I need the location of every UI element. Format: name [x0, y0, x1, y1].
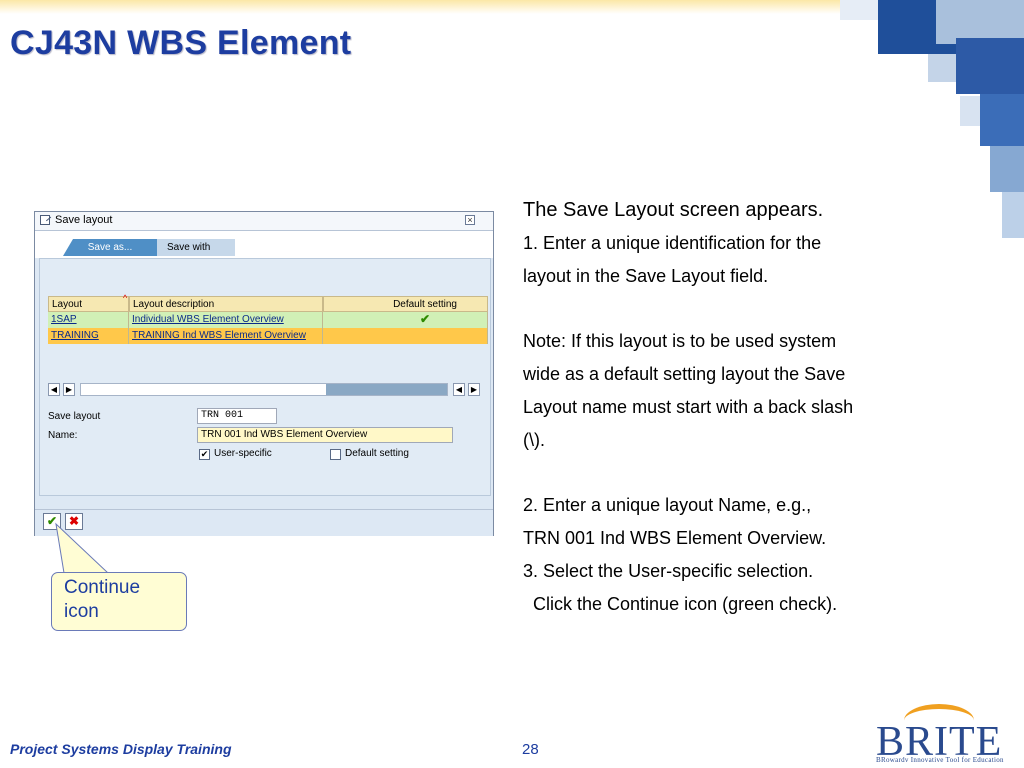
column-header-layout[interactable]: Layout	[48, 296, 129, 312]
scroll-thumb[interactable]	[326, 384, 447, 395]
dialog-title: Save layout	[55, 214, 113, 226]
dialog-button-bar: ✔ ✖	[35, 509, 493, 536]
deco-square	[840, 0, 878, 20]
tab-strip: Save with Save as...	[35, 231, 493, 258]
check-icon: ✔	[419, 312, 431, 326]
name-field[interactable]: TRN 001 Ind WBS Element Overview	[197, 427, 453, 443]
cell-default-setting	[323, 328, 488, 344]
brite-logo: BRITE	[876, 719, 1003, 765]
logo-arc	[904, 704, 974, 737]
scroll-right-icon[interactable]: ▶	[63, 383, 75, 396]
deco-square	[990, 146, 1024, 192]
cell-description[interactable]: TRAINING Ind WBS Element Overview	[129, 328, 323, 344]
save-layout-field[interactable]: TRN 001	[197, 408, 277, 424]
deco-square	[956, 38, 1024, 94]
default-setting-checkbox[interactable]	[330, 449, 341, 460]
instruction-line: Layout name must start with a back slash	[523, 397, 854, 417]
tab-save-with[interactable]: Save with	[131, 239, 235, 256]
instruction-line: 1. Enter a unique identification for the	[523, 233, 822, 253]
scroll-track[interactable]	[80, 383, 448, 396]
instruction-line: TRN 001 Ind WBS Element Overview.	[523, 528, 827, 548]
instruction-line: The Save Layout screen appears.	[523, 199, 824, 221]
instruction-line: layout in the Save Layout field.	[523, 266, 769, 286]
horizontal-scrollbar[interactable]: ◀ ▶ ◀ ▶	[48, 383, 488, 397]
tab-save-as[interactable]: Save as...	[63, 239, 157, 256]
instruction-line: Note: If this layout is to be used syste…	[523, 331, 837, 351]
cell-layout[interactable]: 1SAP	[48, 312, 129, 328]
scroll-left-icon[interactable]: ◀	[48, 383, 60, 396]
callout-line-2: icon	[64, 601, 99, 622]
brite-logo-tagline: BRowardv Innovative Tool for Education	[876, 756, 1004, 764]
table-row[interactable]: TRAINING TRAINING Ind WBS Element Overvi…	[48, 328, 488, 344]
edit-icon	[40, 215, 50, 225]
instruction-line: 2. Enter a unique layout Name, e.g.,	[523, 495, 812, 515]
instruction-line: Click the Continue icon (green check).	[523, 594, 838, 614]
top-gradient-band	[0, 0, 1024, 14]
slide-title: CJ43N WBS Element	[10, 24, 352, 62]
instruction-line: 3. Select the User-specific selection.	[523, 561, 814, 581]
required-marker: ^	[123, 293, 128, 303]
save-layout-label: Save layout	[48, 411, 101, 422]
user-specific-label: User-specific	[214, 448, 272, 459]
deco-square	[936, 0, 1024, 44]
footer-title: Project Systems Display Training	[10, 741, 232, 757]
cell-layout[interactable]: TRAINING	[48, 328, 129, 344]
close-icon[interactable]: ×	[465, 215, 475, 225]
cancel-button[interactable]: ✖	[65, 513, 83, 530]
corner-decoration	[840, 0, 1024, 238]
layout-panel: Layout ^ Layout description Default sett…	[39, 258, 491, 496]
deco-square	[960, 96, 980, 126]
page-number: 28	[522, 741, 539, 758]
cell-description[interactable]: Individual WBS Element Overview	[129, 312, 323, 328]
table-header: Layout ^ Layout description Default sett…	[48, 293, 488, 312]
dialog-titlebar: Save layout ×	[35, 212, 493, 231]
deco-square	[980, 94, 1024, 146]
instruction-line: (\).	[523, 430, 545, 450]
column-header-description[interactable]: Layout description	[129, 296, 323, 312]
green-check-icon: ✔	[46, 514, 58, 528]
deco-square	[928, 54, 956, 82]
deco-square	[1002, 192, 1024, 238]
save-layout-dialog: Save layout × Save with Save as... Layou…	[34, 211, 494, 536]
table-row[interactable]: 1SAP Individual WBS Element Overview ✔	[48, 312, 488, 328]
default-setting-label: Default setting	[345, 448, 409, 459]
cell-default-setting: ✔	[323, 312, 488, 328]
continue-icon-callout: Continue icon	[51, 572, 187, 631]
scroll-right-icon[interactable]: ▶	[468, 383, 480, 396]
column-header-default-setting[interactable]: Default setting	[323, 296, 488, 312]
callout-line-1: Continue	[64, 577, 141, 598]
continue-button[interactable]: ✔	[43, 513, 61, 530]
cancel-x-icon: ✖	[68, 514, 80, 528]
scroll-left-icon[interactable]: ◀	[453, 383, 465, 396]
name-label: Name:	[48, 430, 78, 441]
instruction-line: wide as a default setting layout the Sav…	[523, 364, 846, 384]
user-specific-checkbox[interactable]: ✔	[199, 449, 210, 460]
